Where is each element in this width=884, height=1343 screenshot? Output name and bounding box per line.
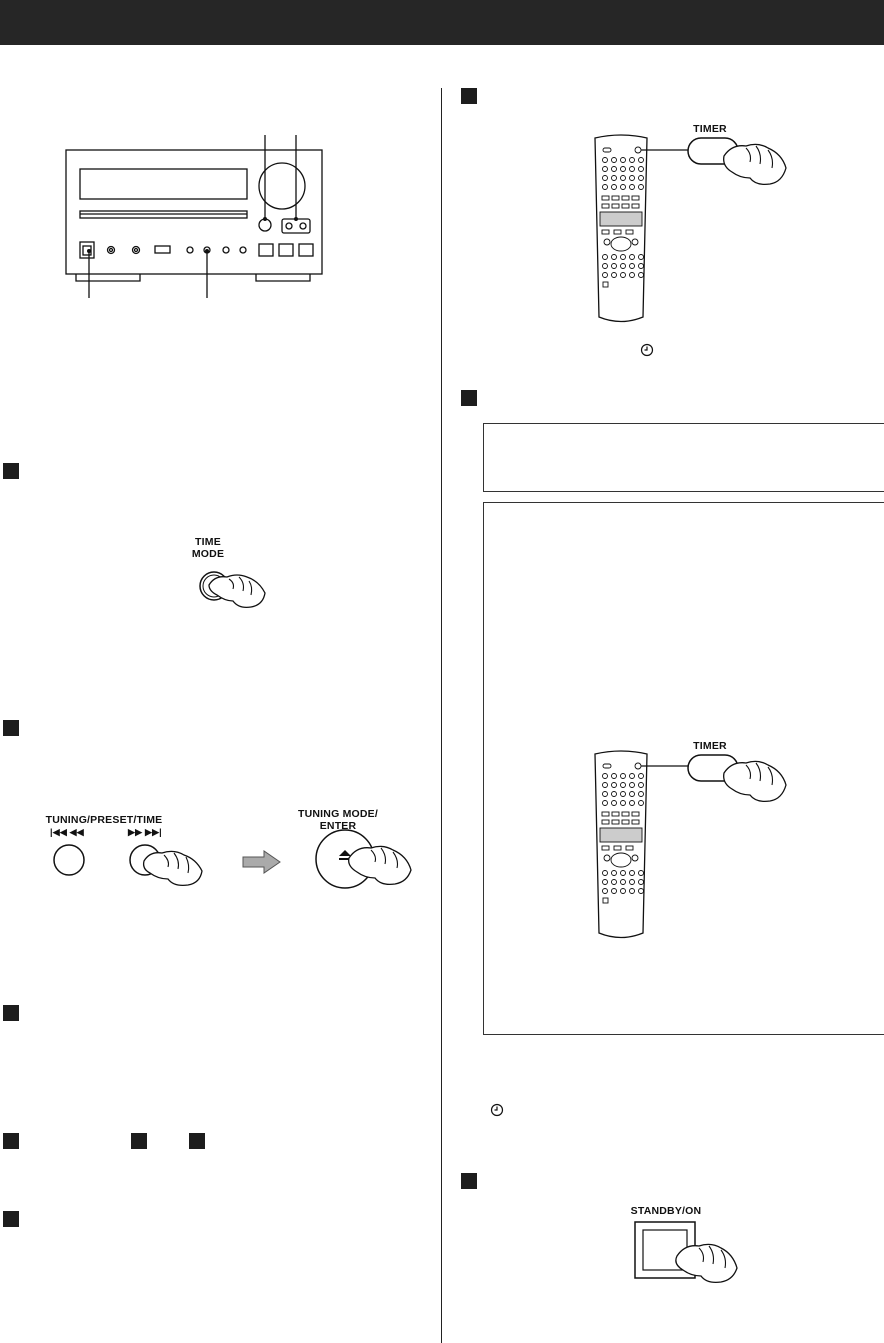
column-divider <box>441 88 442 1343</box>
tuning-mode-enter-label: TUNING MODE/ ENTER <box>298 808 378 832</box>
arrow-right-icon <box>242 850 281 874</box>
header-bar <box>0 0 884 45</box>
time-mode-label-line2: MODE <box>191 548 225 560</box>
step-ref-marker-a <box>131 1133 147 1149</box>
timer-button-box[interactable] <box>686 753 796 813</box>
unit-front-panel-illustration <box>65 135 323 298</box>
clock-icon-2 <box>490 1103 504 1117</box>
timer-info-box <box>483 502 884 1035</box>
time-mode-label-line1: TIME <box>195 536 221 548</box>
standby-on-button[interactable] <box>633 1220 743 1290</box>
step-ref-marker-b <box>189 1133 205 1149</box>
timer-label-box: TIMER <box>693 740 727 752</box>
tuning-mode-enter-label-line2: ENTER <box>319 820 357 832</box>
time-mode-button[interactable] <box>195 565 275 615</box>
skip-forward-symbols: ▶▶ ▶▶| <box>128 827 162 837</box>
step-marker-1 <box>3 463 19 479</box>
skip-forward-button[interactable] <box>128 843 218 893</box>
tuning-mode-enter-label-line1: TUNING MODE/ <box>298 808 378 820</box>
tuning-mode-enter-button[interactable] <box>313 826 423 896</box>
timer-label-top: TIMER <box>693 123 727 135</box>
step-marker-3 <box>3 1005 19 1021</box>
clock-icon-1 <box>640 343 654 357</box>
timer-button-top[interactable] <box>686 136 796 196</box>
step-marker-6 <box>461 88 477 104</box>
step-marker-5 <box>3 1211 19 1227</box>
tuning-preset-time-label: TUNING/PRESET/TIME <box>45 814 163 826</box>
standby-on-label: STANDBY/ON <box>630 1205 702 1217</box>
step-marker-4 <box>3 1133 19 1149</box>
step-marker-7 <box>461 390 477 406</box>
step-marker-8 <box>461 1173 477 1189</box>
note-box <box>483 423 884 492</box>
skip-back-symbols: |◀◀ ◀◀ <box>50 827 84 837</box>
remote-control-illustration-top <box>594 134 690 323</box>
remote-control-illustration-box <box>594 750 690 939</box>
step-marker-2 <box>3 720 19 736</box>
time-mode-label: TIME MODE <box>178 536 238 560</box>
skip-back-button[interactable] <box>52 843 86 877</box>
